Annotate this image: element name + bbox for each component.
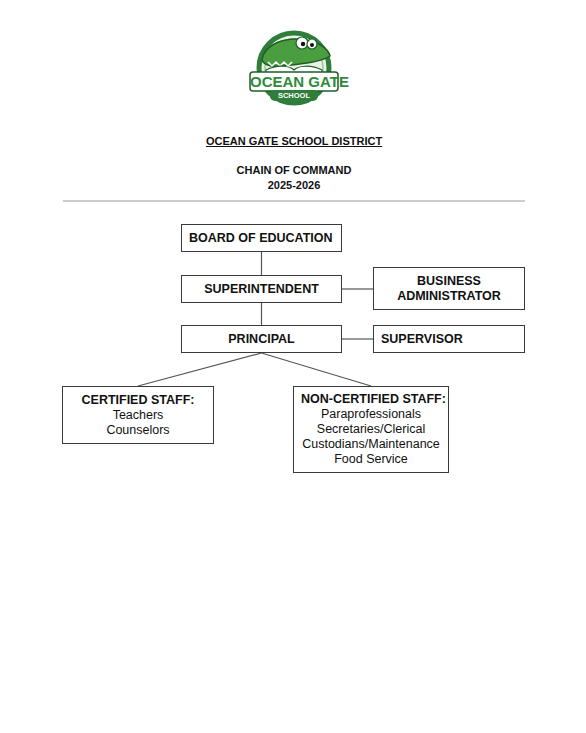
position-box: BUSINESS ADMINISTRATOR: [373, 267, 525, 310]
box-item: Food Service: [301, 452, 441, 467]
subtitle: CHAIN OF COMMAND: [144, 163, 444, 177]
logo-subtitle: SCHOOL: [270, 90, 318, 101]
box-heading: CERTIFIED STAFF:: [70, 393, 206, 408]
gator-pupil: [310, 43, 314, 47]
logo-ribbon: [270, 90, 318, 101]
school-logo: [250, 33, 338, 103]
box-item: Paraprofessionals: [301, 407, 441, 422]
school-year: 2025-2026: [144, 178, 444, 192]
box-item: Teachers: [70, 408, 206, 423]
gator-eye: [296, 37, 308, 49]
connector-line: [342, 288, 373, 289]
box-heading: SUPERINTENDENT: [189, 282, 334, 297]
connector-line: [261, 303, 262, 325]
logo-badge: [259, 33, 329, 103]
box-heading: BOARD OF EDUCATION: [189, 231, 334, 246]
gator-eye: [307, 39, 317, 49]
box-item: Secretaries/Clerical: [301, 422, 441, 437]
diagram-title: OCEAN GATE SCHOOL DISTRICT: [114, 134, 474, 148]
box-item: Counselors: [70, 423, 206, 438]
staff-group-box: NON-CERTIFIED STAFF:ParaprofessionalsSec…: [293, 386, 449, 473]
divider-rule: [63, 201, 525, 202]
connector-line: [342, 338, 373, 339]
position-box: SUPERINTENDENT: [181, 275, 342, 303]
box-heading: SUPERVISOR: [381, 332, 517, 347]
box-heading: BUSINESS ADMINISTRATOR: [381, 274, 517, 304]
logo-wordmark: OCEAN GATE: [250, 72, 338, 91]
staff-group-box: CERTIFIED STAFF:TeachersCounselors: [62, 386, 214, 444]
box-item: Custodians/Maintenance: [301, 437, 441, 452]
connector-line: [262, 353, 372, 386]
box-heading: PRINCIPAL: [189, 332, 334, 347]
connector-line: [261, 252, 262, 275]
position-box: SUPERVISOR: [373, 325, 525, 353]
logo-banner: [250, 72, 338, 91]
box-heading: NON-CERTIFIED STAFF:: [301, 392, 441, 407]
gator-pupil: [301, 42, 305, 46]
position-box: BOARD OF EDUCATION: [181, 224, 342, 252]
gator-teeth: [268, 62, 292, 66]
connector-line: [138, 353, 262, 386]
position-box: PRINCIPAL: [181, 325, 342, 353]
